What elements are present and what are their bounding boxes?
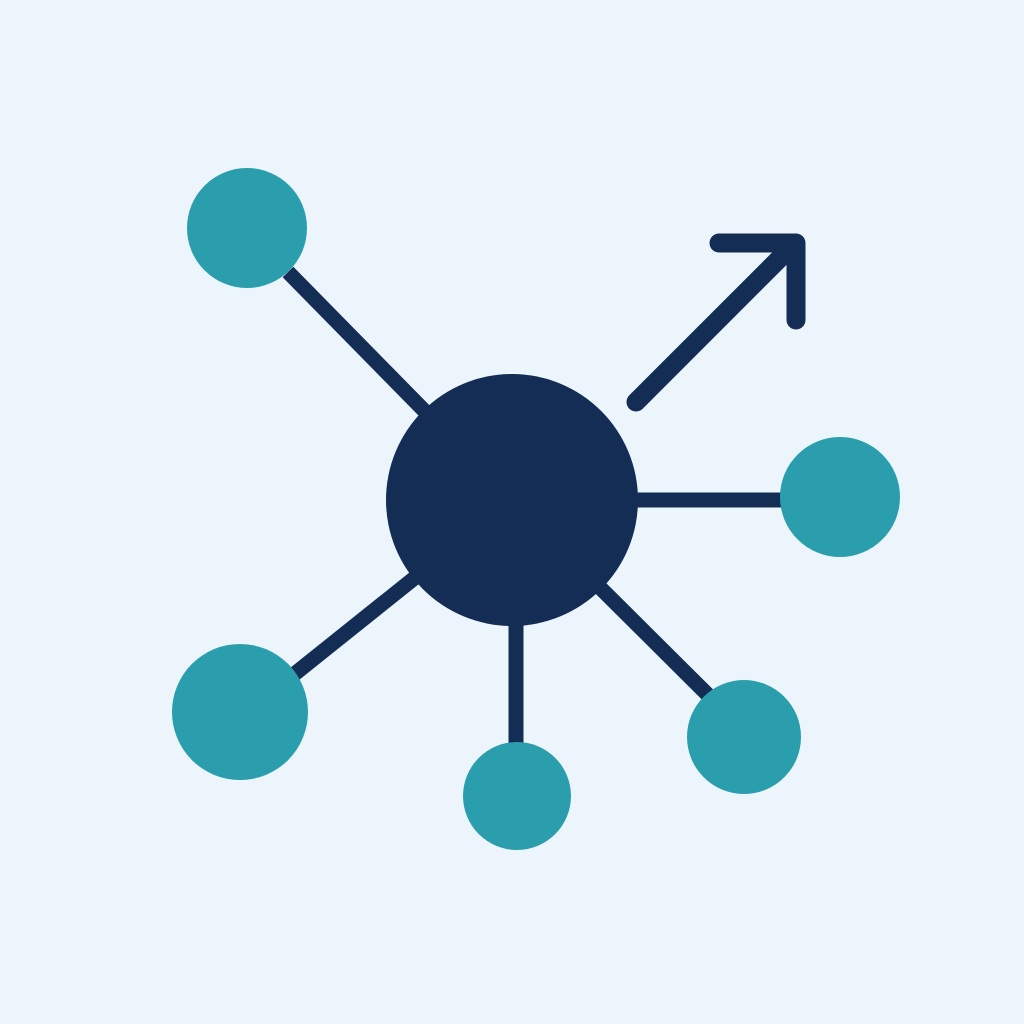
node-top-left bbox=[187, 168, 307, 288]
arrow-shaft bbox=[626, 242, 796, 412]
satellite-nodes bbox=[172, 168, 900, 850]
node-bottom-left bbox=[172, 644, 308, 780]
node-bottom-right bbox=[687, 680, 801, 794]
growth-arrow-icon bbox=[626, 233, 806, 412]
node-bottom bbox=[463, 742, 571, 850]
arrow-head bbox=[709, 233, 806, 330]
node-right bbox=[780, 437, 900, 557]
hub-node bbox=[386, 374, 638, 626]
